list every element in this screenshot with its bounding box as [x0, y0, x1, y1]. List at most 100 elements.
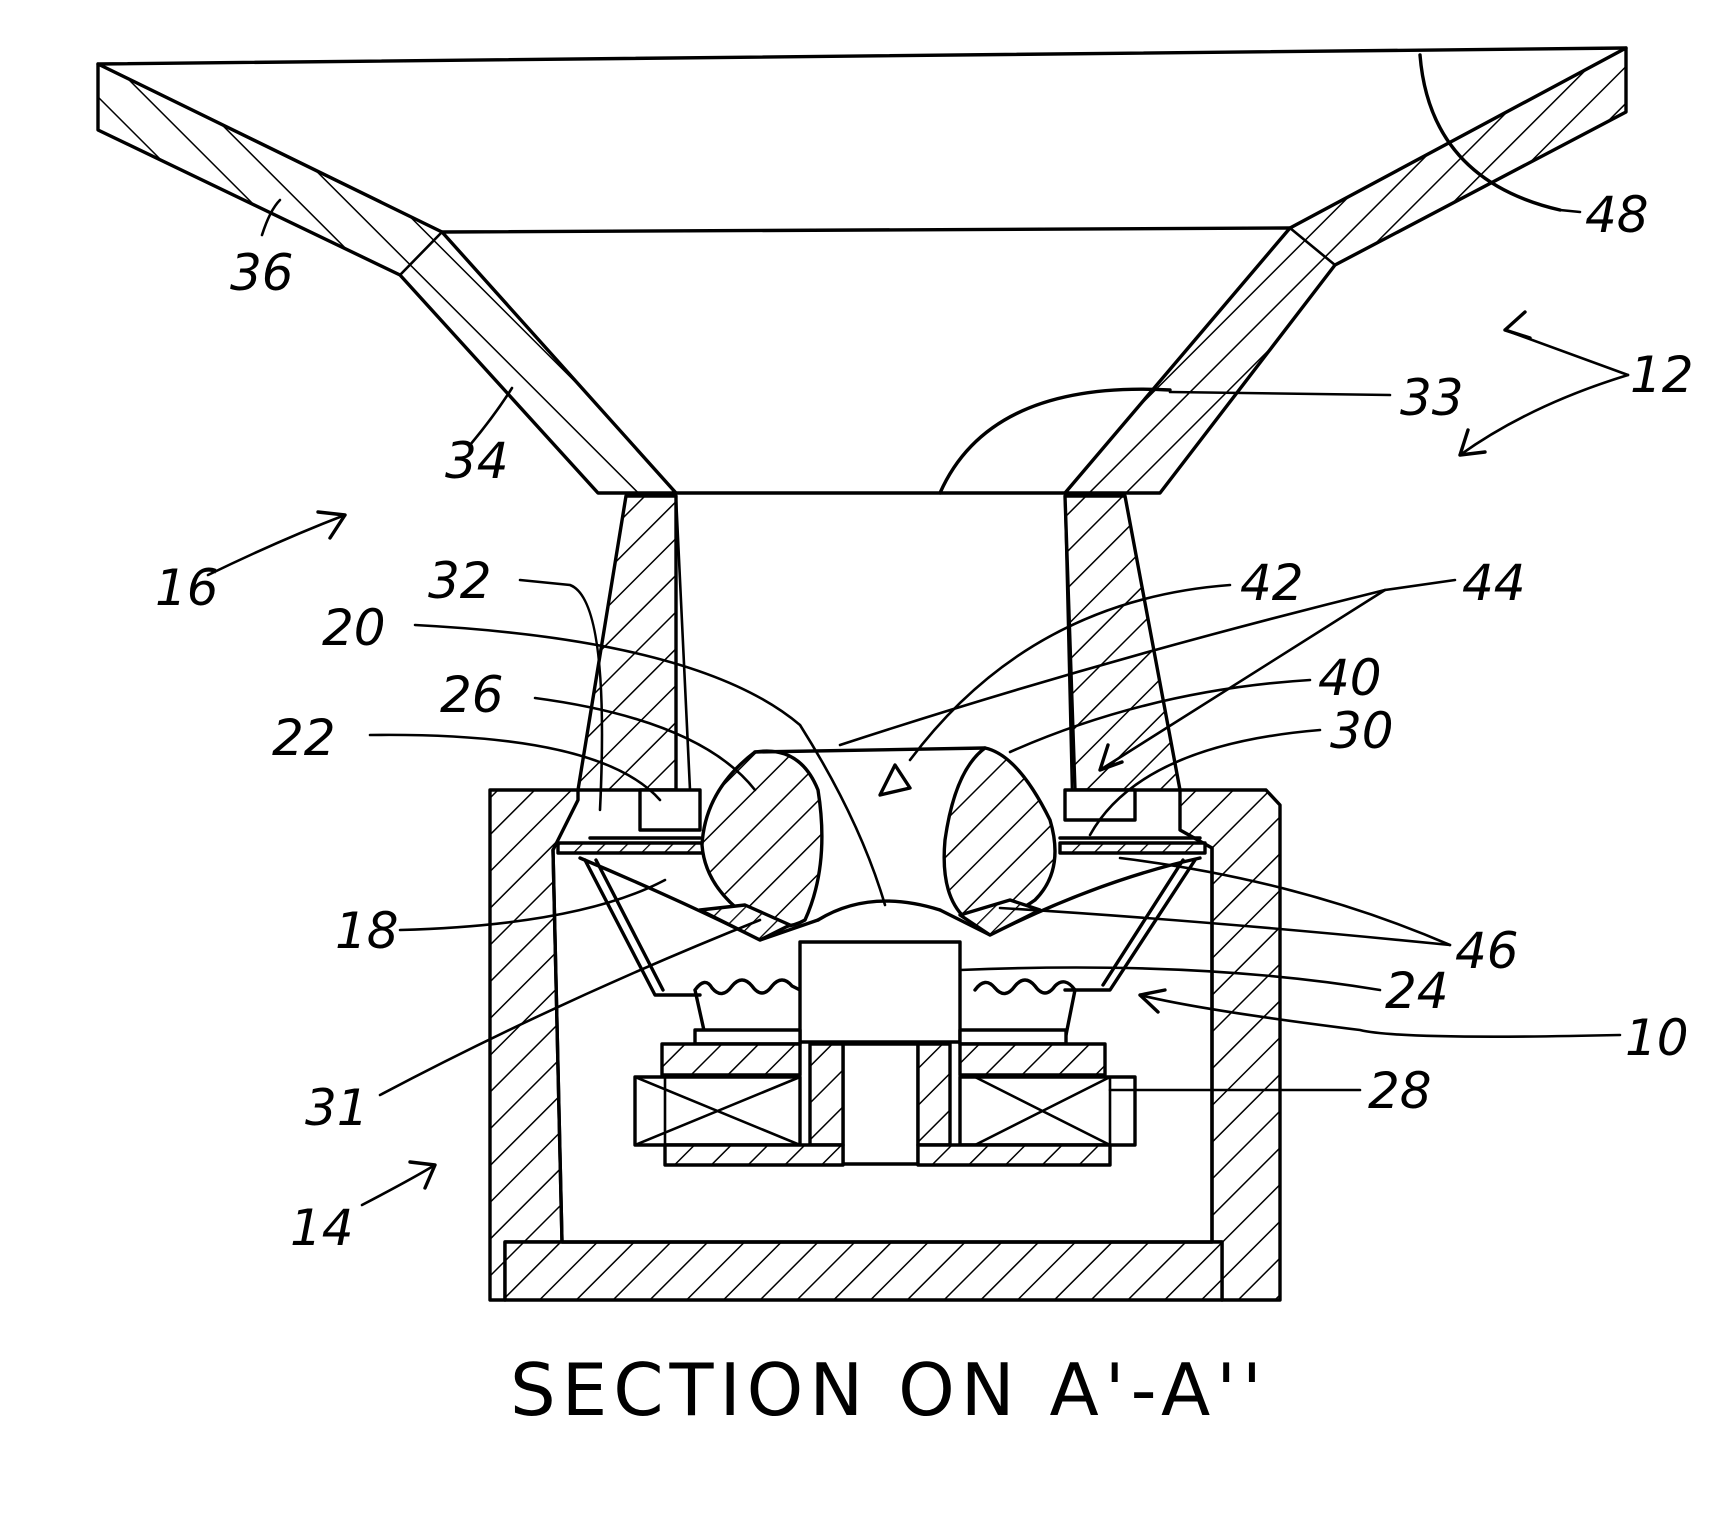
- ref-31: 31: [305, 1079, 369, 1137]
- throat-arc-33: [938, 387, 1172, 495]
- horn: [96, 46, 1628, 495]
- enclosure-right-wall: [1178, 788, 1282, 1302]
- leader-44-a: [838, 578, 1457, 747]
- gasket-right: [1058, 841, 1207, 855]
- spider-right: [973, 978, 1077, 1037]
- plate-left-block: [638, 788, 702, 832]
- phase-plug-lobe-left: [700, 749, 824, 929]
- reference-numerals: 36 48 12 33 34 16 32 20 42 44 26 40 22 3…: [155, 186, 1694, 1257]
- spider-shelf-left: [693, 1028, 802, 1046]
- ref-48: 48: [1585, 186, 1649, 244]
- enclosure-inner-outline: [551, 846, 1214, 1244]
- arrow-12-up-head: [1503, 310, 1532, 340]
- pole-center: [841, 1042, 920, 1166]
- ref-34: 34: [445, 432, 509, 490]
- leader-28: [533, 696, 757, 792]
- magnet-left-x: [633, 1075, 802, 1147]
- ref-32: 32: [428, 552, 492, 610]
- pole-left-sleeve: [808, 1042, 845, 1147]
- ref-36: 36: [230, 244, 294, 302]
- pole-right-sleeve: [916, 1042, 952, 1147]
- leader-32: [518, 578, 604, 812]
- voice-coil-former-24: [798, 940, 962, 1044]
- top-plate-left: [660, 1042, 802, 1077]
- arrow-44-head: [1098, 743, 1124, 772]
- throat-adapter: [576, 494, 1182, 792]
- driver-motor: [583, 858, 1197, 1167]
- back-plate-left: [663, 1143, 845, 1167]
- leader-30: [1088, 728, 1322, 837]
- horn-right-wall-seam: [1288, 226, 1337, 267]
- enclosure-left-wall: [488, 788, 580, 1302]
- phase-plug: [578, 746, 1202, 942]
- arrow-14-head: [408, 1160, 437, 1190]
- leader-lines: [206, 198, 1630, 1207]
- basket-left-inner: [594, 858, 665, 992]
- leader-18: [398, 878, 667, 932]
- adapter-right-inner: [1063, 494, 1074, 792]
- surround-strip-left: [698, 903, 792, 942]
- adapter-left-inner: [674, 494, 692, 792]
- arrow-42-head: [878, 763, 912, 797]
- mouth-arc-48: [1418, 53, 1562, 212]
- leader-48: [1558, 208, 1582, 214]
- ref-20: 20: [322, 599, 386, 657]
- ref-12: 12: [1630, 346, 1694, 404]
- leader-44-b: [1098, 588, 1387, 772]
- leader-34: [468, 386, 514, 447]
- ref-33: 33: [1400, 369, 1464, 427]
- basket-left: [583, 858, 702, 997]
- leader-24: [958, 966, 1382, 992]
- enclosure-bottom: [503, 1240, 1224, 1302]
- ref-14: 14: [290, 1199, 354, 1257]
- gasket-left: [556, 841, 712, 855]
- leader-46-b: [998, 906, 1452, 947]
- ref-18: 18: [335, 902, 399, 960]
- figure-caption: SECTION ON A'-A'': [510, 1348, 1268, 1432]
- arrow-16-head: [316, 510, 347, 540]
- leader-36: [260, 198, 282, 237]
- spider-shelf-right: [958, 1028, 1068, 1046]
- leader-22: [368, 733, 662, 802]
- mounting-plate: [556, 788, 1207, 855]
- leader-20: [413, 623, 887, 907]
- ref-30: 30: [1330, 702, 1394, 760]
- horn-right-wall: [1063, 46, 1628, 495]
- arrow-10-head: [1138, 988, 1167, 1014]
- ref-42: 42: [1240, 554, 1304, 612]
- horn-throat-line: [440, 226, 1292, 234]
- horn-left-wall-seam: [398, 230, 444, 277]
- basket-right: [1063, 858, 1197, 992]
- leader-14: [360, 1163, 437, 1207]
- leader-12-down: [1458, 373, 1630, 457]
- ref-16: 16: [155, 559, 219, 617]
- leader-46-a: [1118, 856, 1452, 947]
- diaphragm-dome: [816, 899, 942, 922]
- ref-46: 46: [1455, 922, 1519, 980]
- ref-40: 40: [1318, 649, 1382, 707]
- ref-26: 28: [1368, 1062, 1432, 1120]
- leader-33: [1168, 390, 1392, 397]
- leader-42: [908, 583, 1232, 762]
- horn-left-wall: [96, 62, 678, 495]
- adapter-right: [1063, 494, 1182, 792]
- spider-left: [693, 978, 802, 1037]
- basket-right-inner: [1101, 858, 1185, 987]
- ref-28: 26: [440, 666, 504, 724]
- ref-44: 44: [1462, 554, 1526, 612]
- back-plate-right: [916, 1143, 1112, 1167]
- phase-plug-top: [753, 746, 987, 754]
- arrow-12-down-head: [1458, 428, 1487, 457]
- leader-16: [206, 513, 347, 577]
- ref-10: 10: [1625, 1009, 1689, 1067]
- leader-31: [378, 918, 762, 1097]
- horn-mouth-rim: [96, 46, 1628, 66]
- magnet-right-x: [973, 1075, 1112, 1147]
- leader-10: [1138, 993, 1622, 1038]
- phase-plug-lobe-right: [942, 746, 1057, 922]
- top-plate-right: [958, 1042, 1107, 1077]
- ref-22: 22: [272, 709, 336, 767]
- leader-40: [1008, 678, 1312, 754]
- ref-24: 24: [1385, 962, 1449, 1020]
